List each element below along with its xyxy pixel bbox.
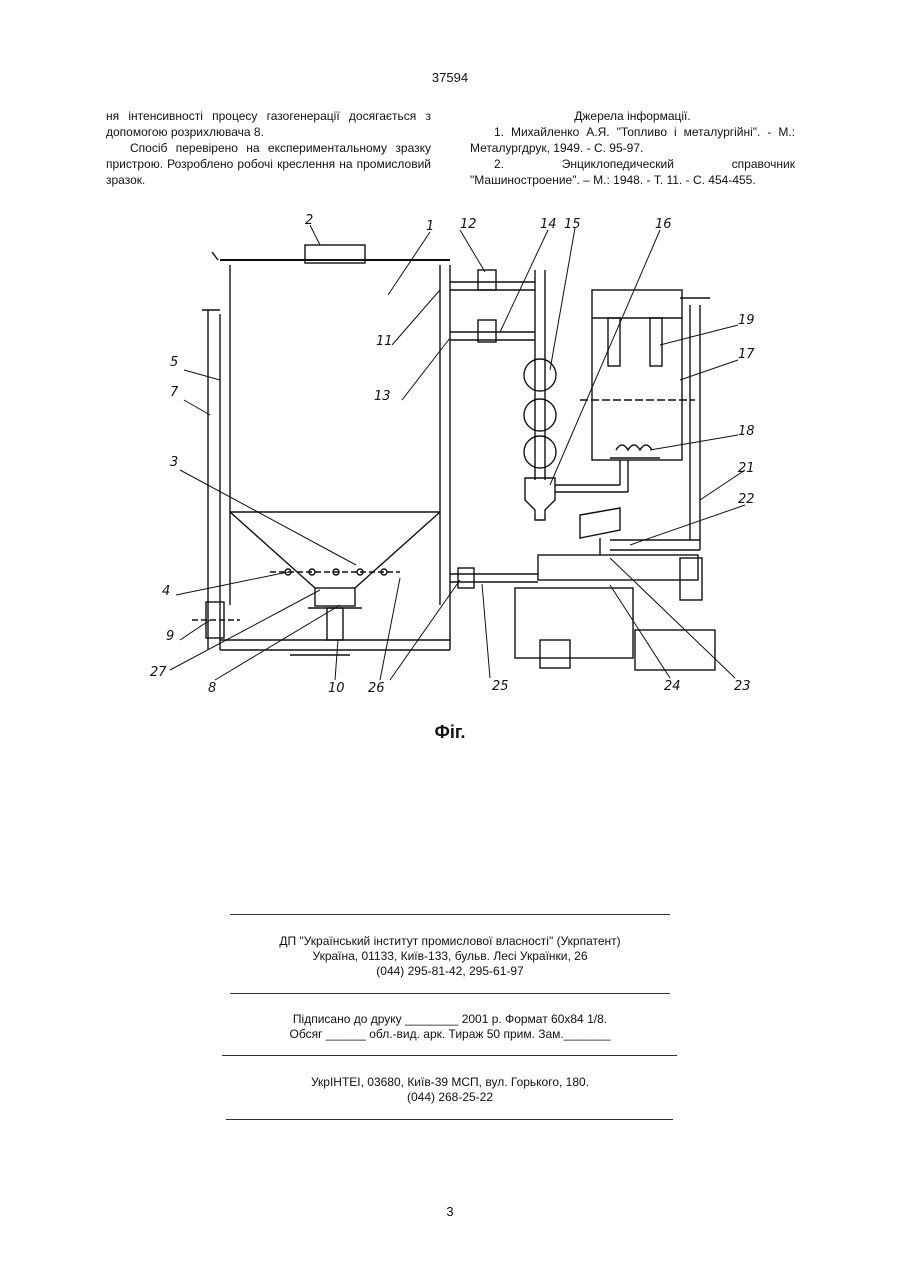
divider <box>222 1055 677 1056</box>
drawing-svg: 1 2 3 4 5 7 8 9 10 11 12 13 14 15 16 17 … <box>140 210 780 700</box>
figure-caption: Фіг. <box>0 722 900 743</box>
leader-lines <box>170 225 745 680</box>
callout-8: 8 <box>208 681 216 696</box>
callout-24: 24 <box>664 679 681 694</box>
engine-unit <box>450 508 715 670</box>
callout-18: 18 <box>738 424 755 439</box>
printer-phone: (044) 268-25-22 <box>0 1090 900 1105</box>
divider <box>226 1119 673 1120</box>
callout-2: 2 <box>305 213 313 228</box>
print-volume-circulation: Обсяг ______ обл.-вид. арк. Тираж 50 при… <box>0 1027 900 1042</box>
callout-14: 14 <box>540 217 557 232</box>
paragraph-verification: Спосіб перевірено на експериментальному … <box>106 140 431 188</box>
publisher-block: ДП "Український інститут промислової вла… <box>0 934 900 979</box>
reference-1: 1. Михайленко А.Я. "Топливо і металургій… <box>470 124 795 156</box>
print-date-format: Підписано до друку ________ 2001 р. Форм… <box>0 1012 900 1027</box>
callout-15: 15 <box>564 217 581 232</box>
publisher-name: ДП "Український інститут промислової вла… <box>0 934 900 949</box>
outlet-pipes <box>450 270 628 520</box>
callout-26: 26 <box>368 681 385 696</box>
callout-1: 1 <box>426 219 434 234</box>
callout-16: 16 <box>655 217 672 232</box>
callout-25: 25 <box>492 679 509 694</box>
callout-3: 3 <box>170 455 178 470</box>
callout-10: 10 <box>328 681 345 696</box>
publisher-address: Україна, 01133, Київ-133, бульв. Лесі Ук… <box>0 949 900 964</box>
callout-17: 17 <box>738 347 755 362</box>
printer-address: УкрІНТЕІ, 03680, Київ-39 МСП, вул. Горьк… <box>0 1075 900 1090</box>
divider <box>230 914 670 915</box>
left-text-column: ня інтенсивності процесу газогенерації д… <box>106 108 431 188</box>
print-details-block: Підписано до друку ________ 2001 р. Форм… <box>0 1012 900 1042</box>
technical-drawing: 1 2 3 4 5 7 8 9 10 11 12 13 14 15 16 17 … <box>140 210 780 700</box>
callout-21: 21 <box>738 461 755 476</box>
callout-11: 11 <box>376 334 393 349</box>
reference-2: 2. Энциклопедический справочник "Машинос… <box>470 156 795 188</box>
printer-block: УкрІНТЕІ, 03680, Київ-39 МСП, вул. Горьк… <box>0 1075 900 1105</box>
callout-labels: 1 2 3 4 5 7 8 9 10 11 12 13 14 15 16 17 … <box>150 213 755 696</box>
callout-4: 4 <box>162 584 170 599</box>
callout-7: 7 <box>170 385 179 400</box>
callout-12: 12 <box>460 217 477 232</box>
callout-13: 13 <box>374 389 391 404</box>
gasifier-vessel <box>192 245 450 655</box>
callout-19: 19 <box>738 313 755 328</box>
page-number: 3 <box>0 1204 900 1219</box>
callout-23: 23 <box>734 679 751 694</box>
callout-5: 5 <box>170 355 178 370</box>
references-heading: Джерела інформації. <box>470 108 795 124</box>
publisher-phone: (044) 295-81-42, 295-61-97 <box>0 964 900 979</box>
callout-22: 22 <box>738 492 755 507</box>
patent-number: 37594 <box>0 70 900 85</box>
right-text-column: Джерела інформації. 1. Михайленко А.Я. "… <box>470 108 795 188</box>
paragraph-continuation: ня інтенсивності процесу газогенерації д… <box>106 108 431 140</box>
divider <box>230 993 670 994</box>
callout-9: 9 <box>166 629 174 644</box>
callout-27: 27 <box>150 665 167 680</box>
